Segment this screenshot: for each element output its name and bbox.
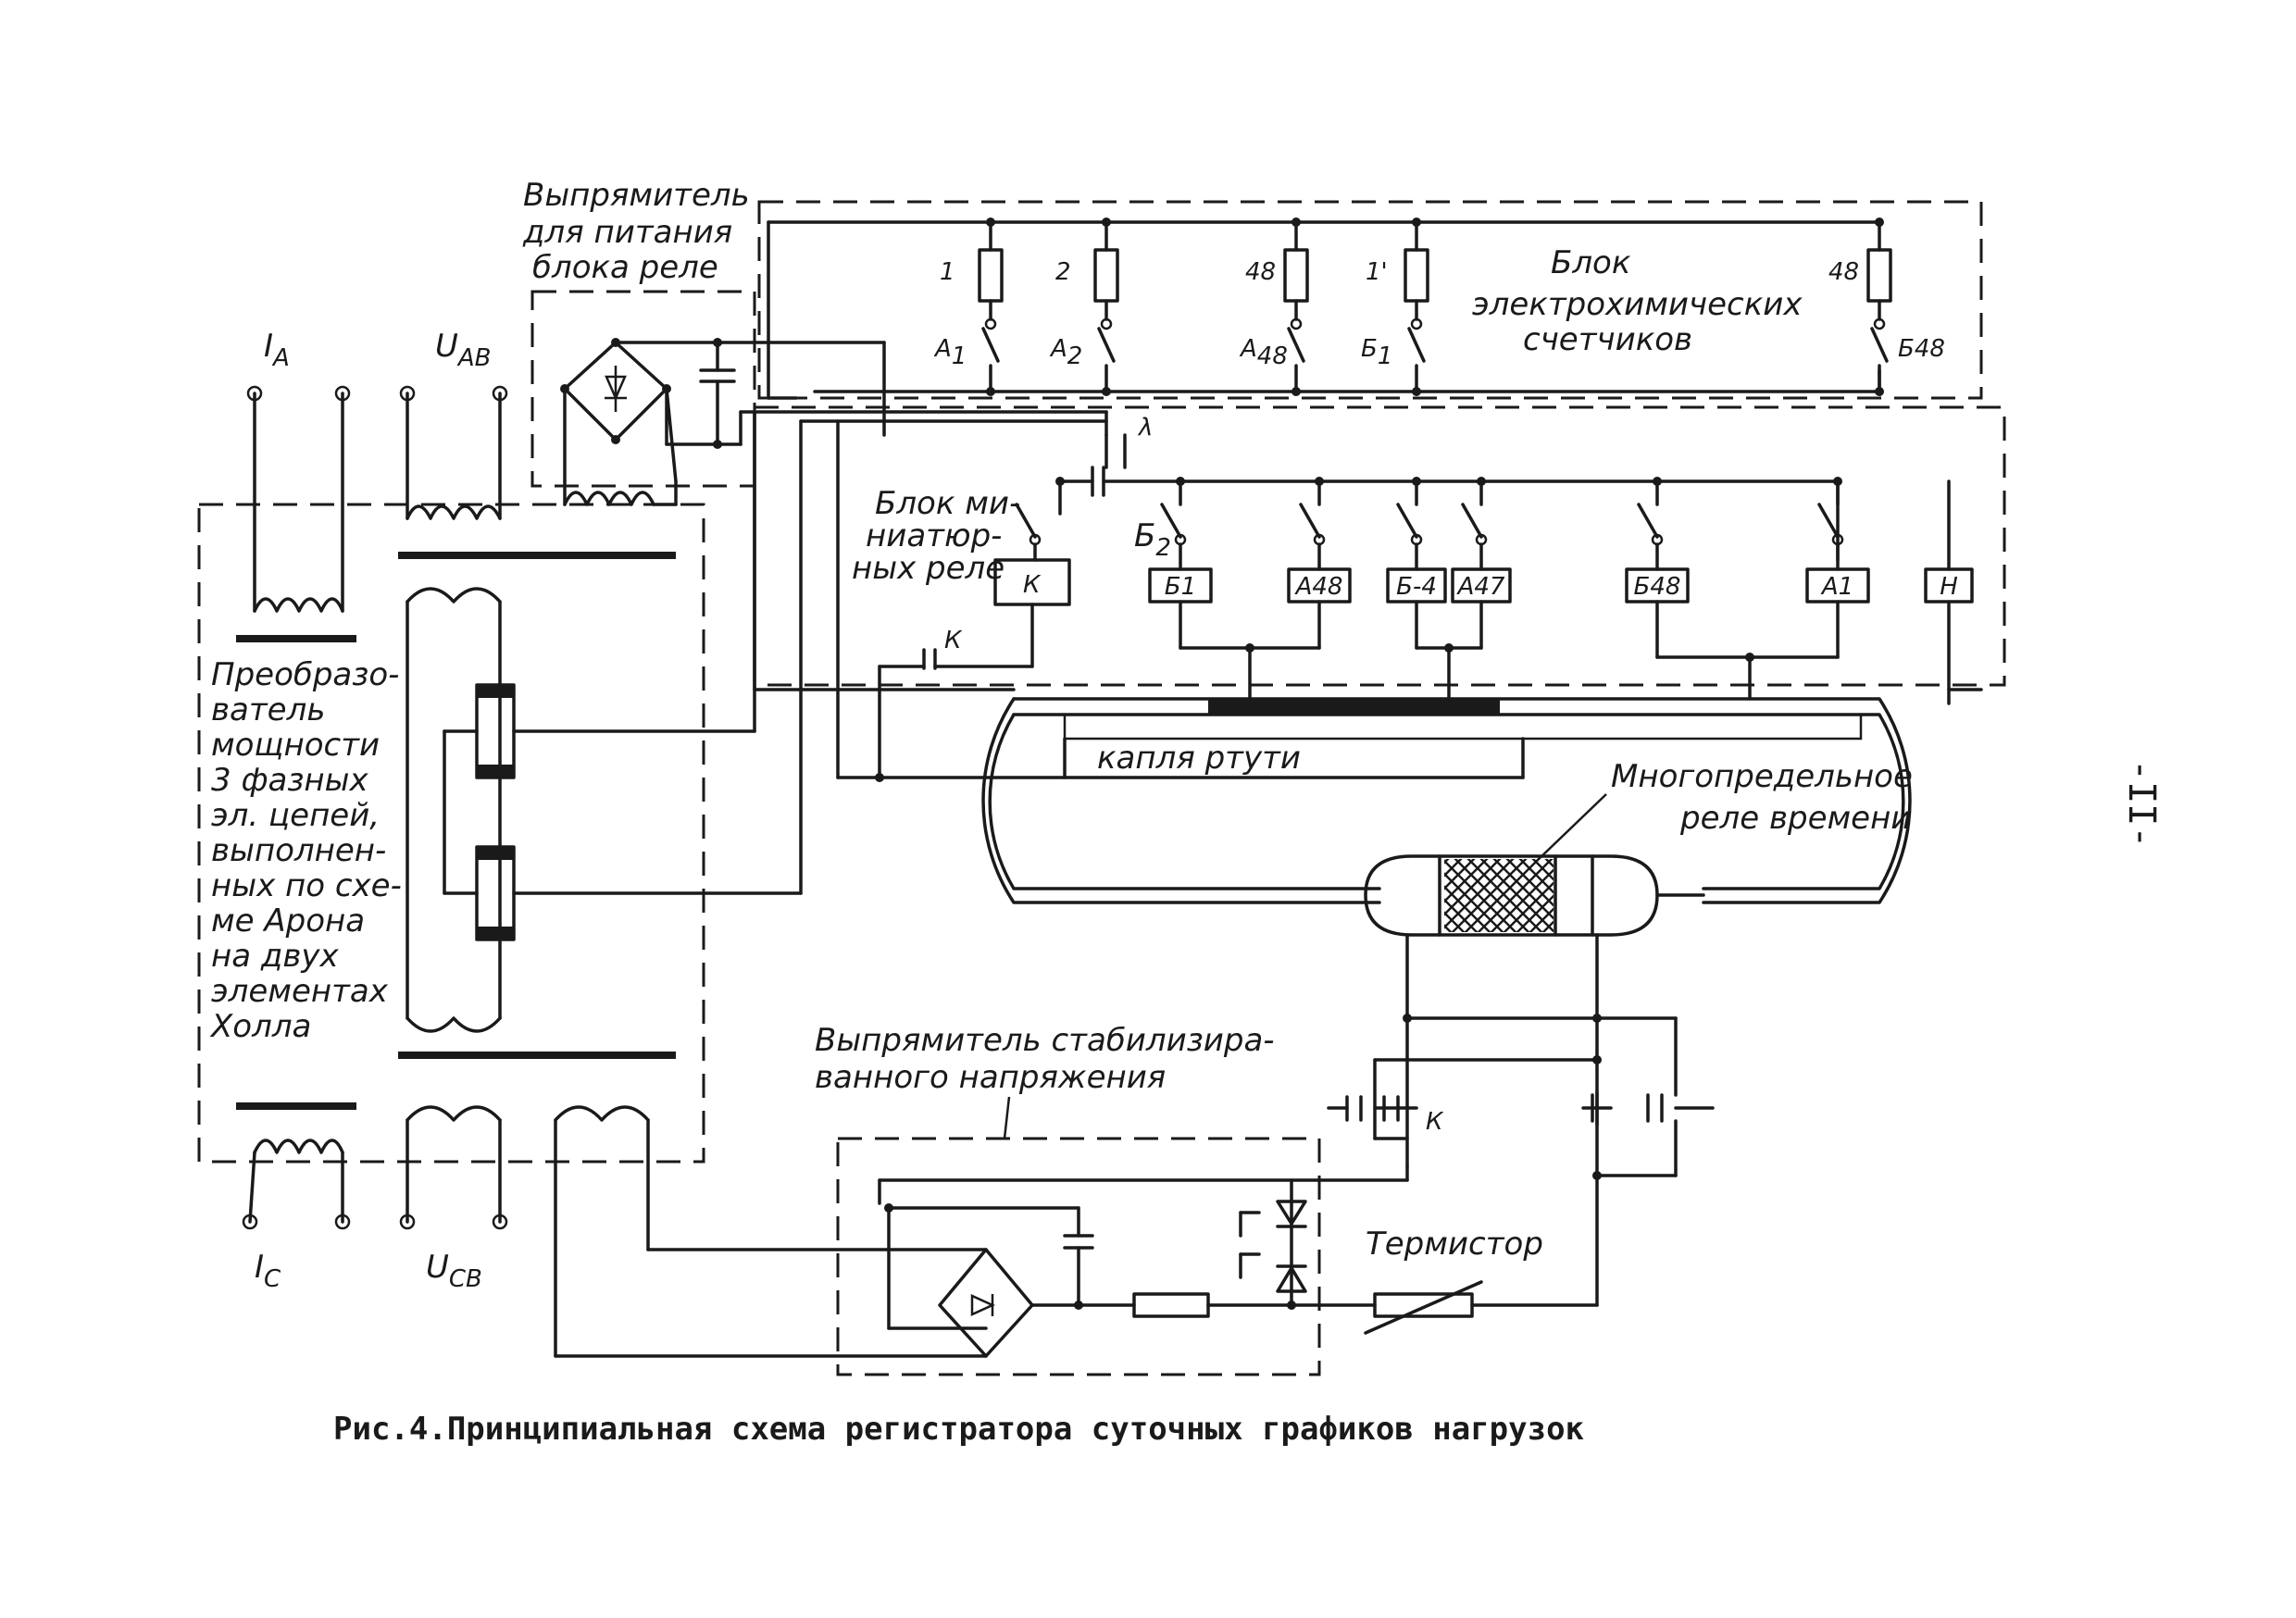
time-relay-label-1: Многопредельное xyxy=(1611,758,1913,795)
stab-rectifier-leader xyxy=(1003,1096,1011,1139)
uab-input xyxy=(398,385,676,559)
svg-text:ватель: ватель xyxy=(211,691,325,728)
mini-relay-block-outline xyxy=(753,405,2006,687)
mini-relay-label-2: ниатюр- xyxy=(866,517,1002,554)
ic-input xyxy=(236,1102,356,1230)
time-relay-tube xyxy=(981,697,1912,937)
counter-block-label-2: электрохимических xyxy=(1472,286,1803,323)
relay-rectifier xyxy=(560,338,1108,506)
ic-label: IC xyxy=(255,1249,281,1293)
hall-element-2 xyxy=(443,419,803,941)
mini-relay-bus xyxy=(1055,433,1840,562)
stab-rectifier-outline xyxy=(836,1137,1321,1376)
counter-number: 48 xyxy=(1828,258,1859,286)
relay-list: Б1 А48 Б-4 А47 Б48 А1 Н xyxy=(1148,477,1974,604)
svg-text:мощности: мощности xyxy=(211,727,380,764)
mercury-drop xyxy=(836,419,1863,782)
converter-outline xyxy=(197,503,705,1164)
k-contact-label: К xyxy=(944,627,963,654)
relay-box-7: Н xyxy=(1924,479,1974,604)
counter-2: 2A2 xyxy=(1049,218,1119,396)
mini-relay-label-1: Блок ми- xyxy=(875,485,1020,522)
relay-box-label: Б48 xyxy=(1634,573,1681,601)
svg-text:ме Арона: ме Арона xyxy=(211,902,365,940)
ucb-label: UCB xyxy=(426,1249,482,1293)
stab-rectifier-label-2: ванного напряжения xyxy=(815,1059,1166,1096)
relay-box-label: Б1 xyxy=(1165,573,1196,601)
counter-4: 1' Б1 xyxy=(1361,218,1429,396)
converter-label: Преобразо- ватель мощности 3 фазных эл. … xyxy=(209,656,402,1045)
bulb-leads xyxy=(1327,933,1715,1180)
stab-rectifier-label-1: Выпрямитель стабилизира- xyxy=(815,1022,1275,1059)
counter-number: 48 xyxy=(1245,258,1276,286)
relay-rectifier-label-3: блока реле xyxy=(532,249,718,286)
counter-number: 1 xyxy=(940,258,955,286)
page-number: -II- xyxy=(2120,759,2163,848)
counter-switch-label: A48 xyxy=(1239,335,1288,370)
relay-box-label: А1 xyxy=(1820,573,1853,601)
relay-box-2: А48 xyxy=(1287,477,1352,604)
tube-feed-lines xyxy=(753,410,1983,691)
relay-box-3: Б-4 xyxy=(1386,477,1447,604)
relay-rectifier-label-1: Выпрямитель xyxy=(523,177,750,214)
relay-k: К xyxy=(878,479,1071,779)
stab-transformer xyxy=(554,1105,988,1358)
svg-text:3 фазных: 3 фазных xyxy=(211,762,368,799)
lambda-label: λ xyxy=(1137,414,1153,442)
counter-block-outline xyxy=(757,200,1983,400)
b2-label: Б2 xyxy=(1134,517,1171,562)
counter-switch-label: A1 xyxy=(933,335,967,370)
svg-text:К: К xyxy=(1023,571,1042,599)
mercury-drop-label: капля ртути xyxy=(1097,740,1301,777)
time-relay-leader xyxy=(1536,793,1607,862)
k-contact-label-2: К xyxy=(1426,1108,1444,1136)
stab-rectifier xyxy=(878,1164,1599,1358)
svg-text:выполнен-: выполнен- xyxy=(211,832,386,869)
thermistor-label: Термистор xyxy=(1366,1226,1543,1263)
svg-text:ных по схе-: ных по схе- xyxy=(211,867,402,904)
ia-label: IA xyxy=(264,328,290,372)
counter-1: 1A1 xyxy=(933,218,1004,396)
ucb-input xyxy=(399,1105,508,1230)
counter-switch-label: Б1 xyxy=(1361,335,1392,370)
relay-box-6: А1 xyxy=(1805,477,1870,604)
svg-text:Холла: Холла xyxy=(209,1008,311,1045)
relay-box-label: Н xyxy=(1940,573,1958,601)
relay-rectifier-outline xyxy=(530,290,756,488)
uab-label: UAB xyxy=(435,328,492,372)
counter-switch-label: A2 xyxy=(1049,335,1082,370)
counter-number: 1' xyxy=(1366,258,1388,286)
svg-text:эл. цепей,: эл. цепей, xyxy=(211,797,380,834)
relay-box-5: Б48 xyxy=(1625,477,1690,604)
svg-text:на двух: на двух xyxy=(211,938,340,975)
relay-box-label: А47 xyxy=(1456,573,1505,601)
counter-number: 2 xyxy=(1055,258,1071,286)
relay-box-label: А48 xyxy=(1294,573,1343,601)
ia-input xyxy=(236,385,356,642)
counter-block-label-1: Блок xyxy=(1551,244,1631,281)
relay-contact-wiring xyxy=(1179,600,1951,705)
relay-box-label: Б-4 xyxy=(1396,573,1437,601)
relay-box-1: Б1 xyxy=(1148,477,1213,604)
counter-switch-label: Б48 xyxy=(1898,335,1945,363)
relay-box-4: А47 xyxy=(1451,477,1512,604)
figure-caption: Рис.4.Принципиальная схема регистратора … xyxy=(333,1411,1584,1448)
mini-relay-label-3: ных реле xyxy=(852,550,1004,587)
time-relay-label-2: реле времени xyxy=(1679,800,1911,837)
svg-text:Преобразо-: Преобразо- xyxy=(211,656,399,693)
converter-coils xyxy=(398,587,676,1059)
relay-rectifier-label-2: для питания xyxy=(522,214,732,251)
counter-block-label-3: счетчиков xyxy=(1523,321,1692,358)
svg-text:элементах: элементах xyxy=(211,973,389,1010)
